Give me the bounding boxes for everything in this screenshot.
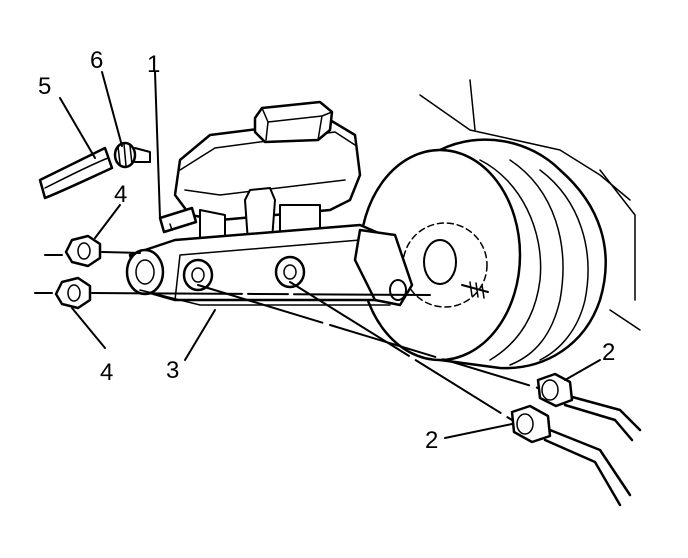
callout-5: 5 [38, 73, 51, 100]
alignment-lines [34, 251, 539, 421]
firewall-outline [419, 79, 641, 331]
hose-clamp [113, 141, 151, 169]
mounting-nut-upper [64, 234, 102, 268]
callout-6: 6 [90, 47, 103, 74]
callout-4-upper: 4 [114, 181, 127, 208]
mounting-nut-lower [54, 276, 92, 310]
callout-1: 1 [147, 51, 160, 78]
vacuum-hose [38, 146, 114, 200]
sensor-connector [158, 206, 198, 234]
brake-pipe-upper [536, 372, 642, 442]
callout-3: 3 [166, 357, 179, 384]
callout-2-upper: 2 [602, 339, 615, 366]
callout-4-lower: 4 [100, 359, 113, 386]
callout-2-lower: 2 [425, 427, 438, 454]
brake-pipe-lower [510, 404, 632, 507]
brake-booster [358, 138, 607, 370]
master-cylinder [125, 100, 414, 307]
leader-lines [59, 71, 601, 439]
